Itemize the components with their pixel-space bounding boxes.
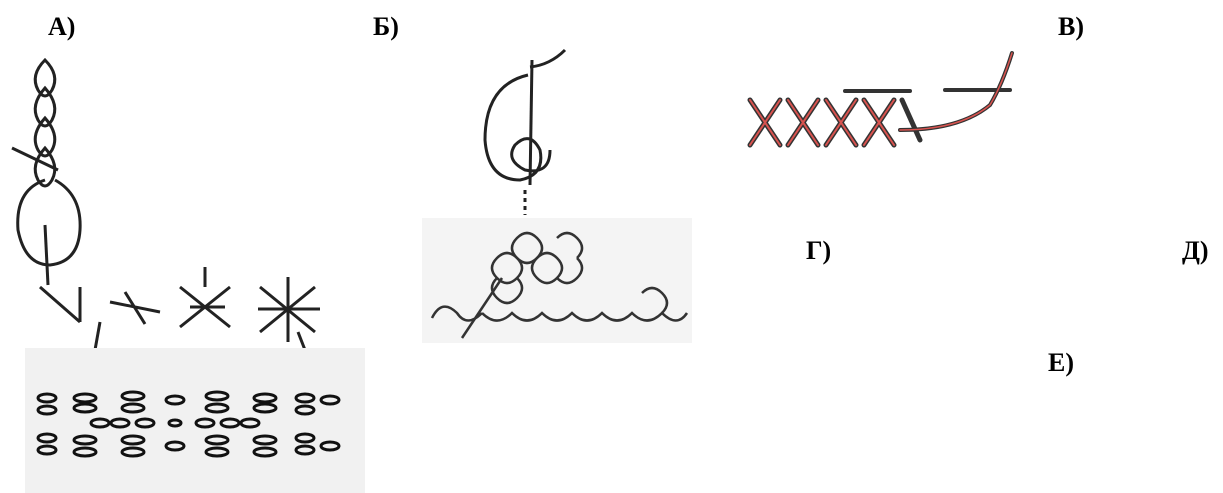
- label-a: А): [48, 12, 76, 41]
- label-d: Д): [1182, 236, 1209, 265]
- label-e: Е): [1048, 348, 1074, 377]
- cross-stitch-illustration: [747, 51, 1014, 148]
- label-v: В): [1058, 12, 1084, 41]
- embroidery-pattern-sample: [25, 348, 365, 493]
- label-b: Б): [373, 12, 399, 41]
- label-g: Г): [806, 236, 832, 265]
- french-knot-illustration: [483, 48, 567, 215]
- star-stitch-steps-illustration: [39, 267, 320, 351]
- diamond-lattice-stitch-sample: [422, 218, 692, 343]
- chain-stitch-illustration: [11, 57, 82, 286]
